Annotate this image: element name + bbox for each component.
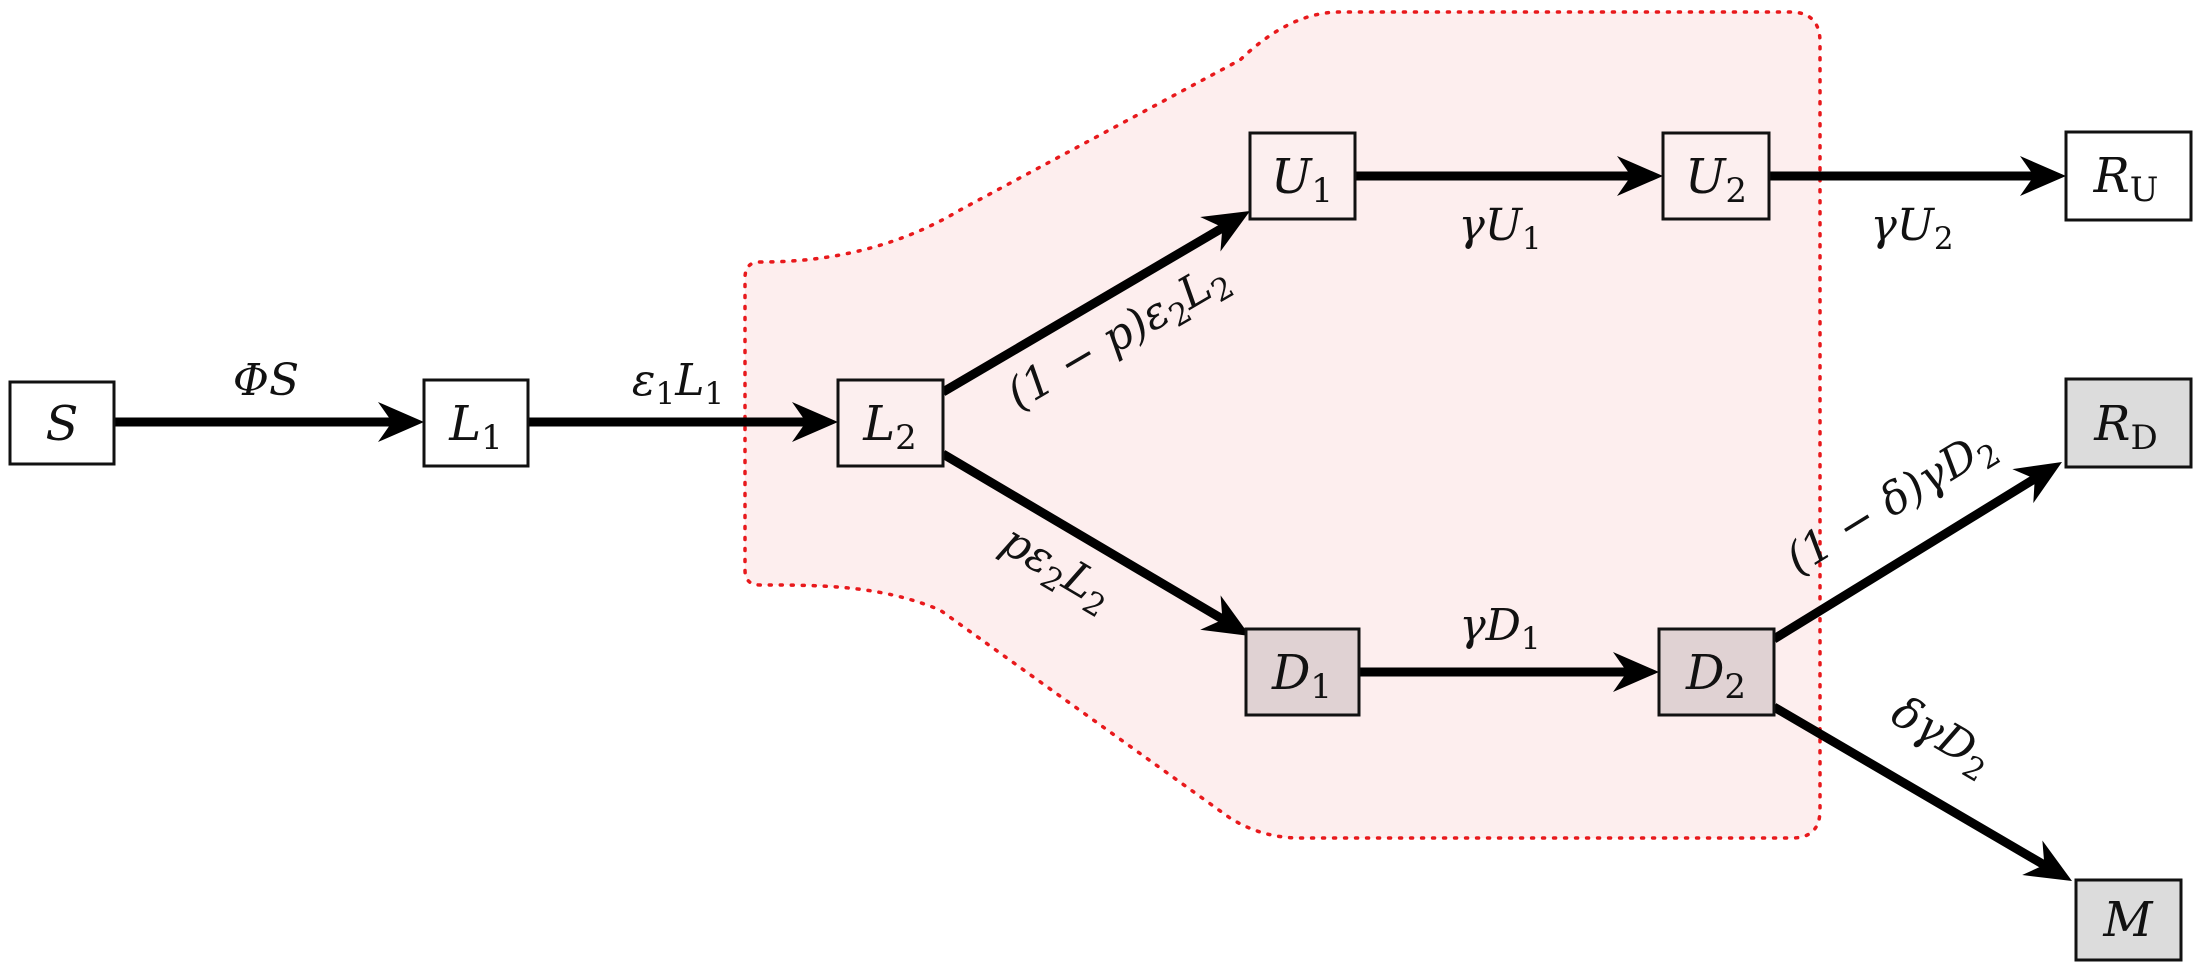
node-m: M — [2074, 878, 2183, 962]
node-s: S — [8, 380, 116, 466]
node-l1: L1 — [422, 378, 530, 468]
edges — [114, 156, 2072, 881]
edge-label-u1-u2: γU1 — [1458, 200, 1541, 257]
edge-l2-d1 — [940, 450, 1227, 624]
nodes: S L1 L2 U1 U2 RU D1 D2 — [8, 130, 2193, 962]
node-s-box — [8, 380, 116, 466]
node-l1-label: L1 — [448, 396, 503, 458]
edge-label-u2-ru: γU2 — [1870, 200, 1953, 257]
arrowhead-l2-u1 — [1200, 211, 1250, 252]
arrowhead-u1-u2 — [1617, 156, 1663, 196]
node-d2: D2 — [1657, 627, 1776, 717]
node-u2: U2 — [1661, 131, 1771, 221]
arrowhead-s-l1 — [378, 402, 424, 442]
arrowhead-d2-m — [2022, 840, 2072, 881]
node-rd: RD — [2064, 377, 2193, 469]
node-u1-box — [1248, 131, 1357, 221]
node-m-label: M — [2102, 892, 2154, 948]
node-l2: L2 — [836, 378, 945, 468]
node-ru-label: RU — [2093, 148, 2159, 210]
node-u2-box — [1661, 131, 1771, 221]
node-l2-box — [836, 378, 945, 468]
node-l2-label: L2 — [862, 396, 917, 458]
node-d1-label: D1 — [1271, 645, 1332, 707]
edge-l2-u1 — [940, 223, 1227, 396]
infection-region — [743, 10, 1822, 840]
node-d1-box — [1244, 627, 1361, 717]
node-l1-box — [422, 378, 530, 468]
arrowhead-l1-l2 — [792, 402, 838, 442]
node-rd-label: RD — [2093, 396, 2157, 458]
node-d1: D1 — [1244, 627, 1361, 717]
arrowhead-l2-d1 — [1200, 595, 1250, 636]
edge-d2-rd — [1771, 474, 2039, 643]
edge-label-s-l1: ΦS — [233, 355, 299, 406]
node-u2-label: U2 — [1685, 149, 1747, 211]
node-u1-label: U1 — [1271, 149, 1333, 211]
node-ru: RU — [2064, 130, 2193, 222]
edge-label-d1-d2: γD1 — [1459, 600, 1540, 657]
node-rd-box — [2064, 377, 2193, 469]
arrowhead-u2-ru — [2020, 156, 2066, 196]
edge-label-l1-l2: ε1L1 — [632, 355, 724, 412]
edge-d2-m — [1771, 703, 2049, 870]
arrowhead-d2-rd — [2012, 462, 2062, 504]
node-ru-box — [2064, 130, 2193, 222]
arrowhead-d1-d2 — [1613, 652, 1659, 692]
node-s-label: S — [46, 396, 79, 452]
node-u1: U1 — [1248, 131, 1357, 221]
edge-label-d2-m: δγD2 — [1880, 686, 2002, 790]
node-d2-label: D2 — [1685, 645, 1746, 707]
node-m-box — [2074, 878, 2183, 962]
node-d2-box — [1657, 627, 1776, 717]
